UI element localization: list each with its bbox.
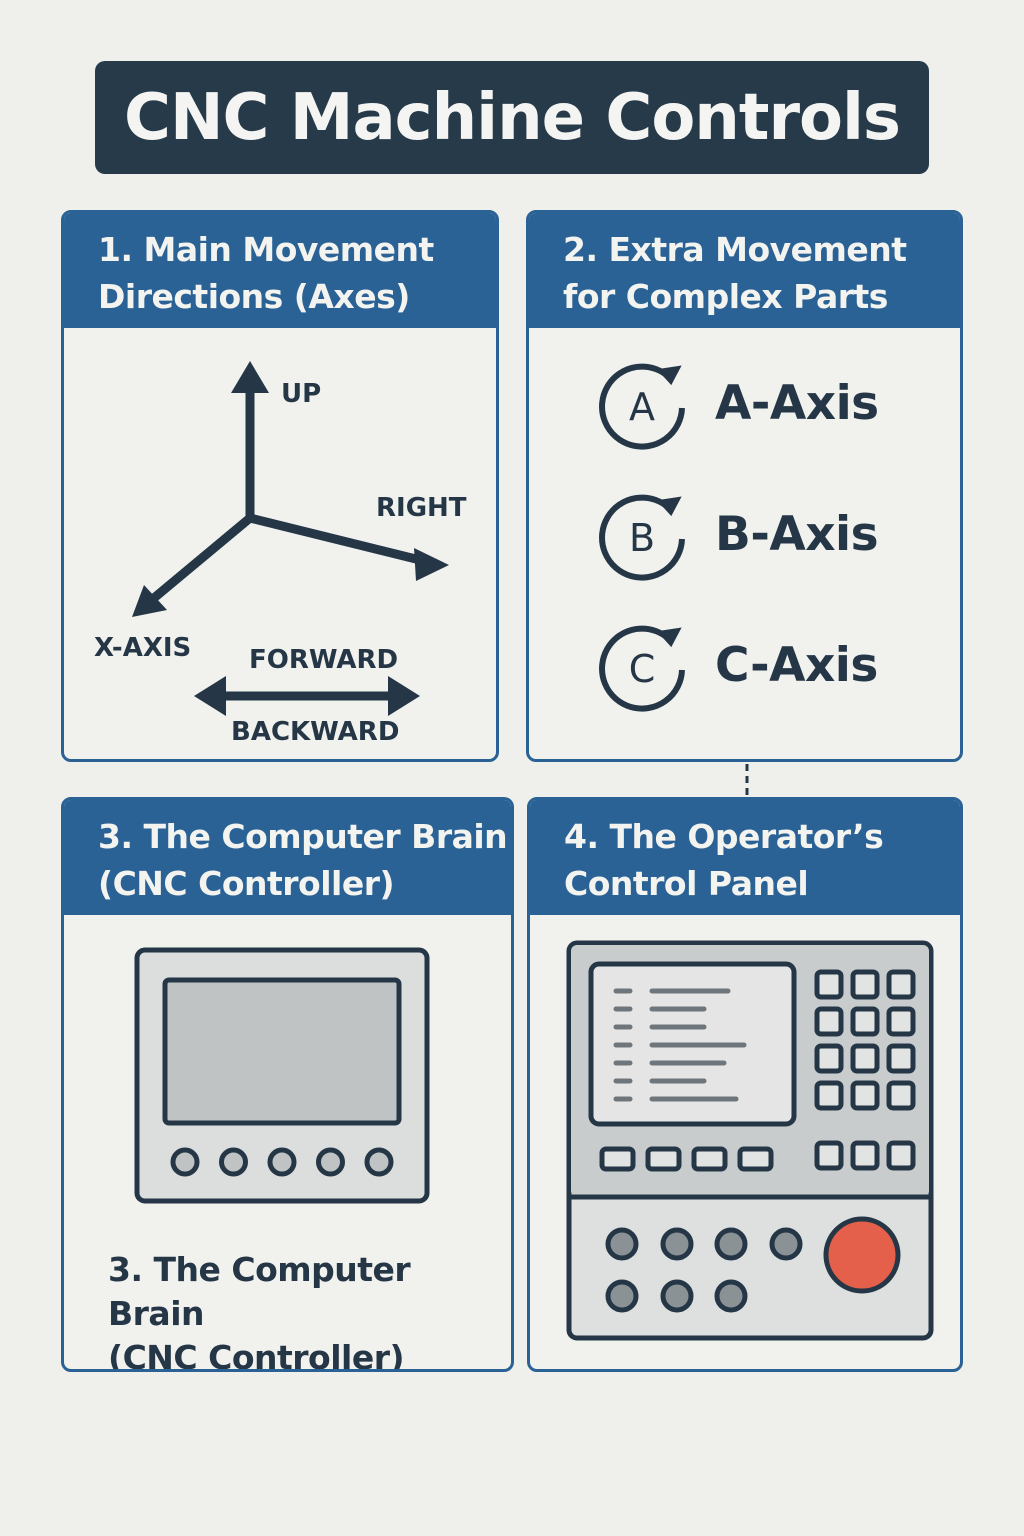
soft-key [599,1146,636,1172]
controller-button [364,1147,394,1177]
caption-line: 3. The Computer Brain [108,1250,411,1333]
heading-line: (CNC Controller) [98,864,395,903]
emergency-stop-icon [823,1216,901,1294]
round-button [660,1279,694,1313]
arrow-right-icon [248,513,449,581]
arrow-down-left-icon [132,514,253,617]
keypad-key [850,1006,880,1037]
soft-key [737,1146,774,1172]
heading-line: 4. The Operator’s [564,817,884,856]
heading-line: 2. Extra Movement [563,230,907,269]
keypad-key [850,1043,880,1074]
rotary-axis-letter: B [629,516,655,560]
round-button [714,1227,748,1261]
keypad-key [814,969,844,1000]
title-banner: CNC Machine Controls [95,61,929,174]
rotate-clockwise-icon: A [599,363,685,450]
heading-line: for Complex Parts [563,277,888,316]
caption-line: (CNC Controller) [108,1338,405,1372]
card-main-axes-heading: 1. Main Movement Directions (Axes) [64,213,496,328]
double-arrow-horizontal-icon [194,676,420,716]
page-title: CNC Machine Controls [124,80,901,155]
soft-key [691,1146,728,1172]
keypad-key [886,1080,916,1111]
card-main-axes: 1. Main Movement Directions (Axes) UP [61,210,499,762]
heading-line: Directions (Axes) [98,277,410,316]
keypad-key [814,1006,844,1037]
controller-button [170,1147,200,1177]
label-right: RIGHT [376,493,467,523]
controller-button [316,1147,345,1177]
round-button [605,1279,639,1313]
round-button [605,1227,639,1261]
controller-button [219,1147,248,1177]
function-key [886,1140,916,1171]
keypad-key [850,1080,880,1111]
rotary-axis-label: C-Axis [715,638,878,693]
heading-line: Control Panel [564,864,809,903]
controller-button [267,1147,297,1177]
function-key [814,1140,844,1171]
card-operator-panel: 4. The Operator’s Control Panel [527,797,963,1372]
card-operator-panel-heading: 4. The Operator’s Control Panel [530,800,960,915]
arrow-up-icon [231,361,269,518]
rotary-axis-letter: C [629,647,656,691]
keypad-key [886,1043,916,1074]
label-up: UP [281,379,322,409]
keypad-key [814,1043,844,1074]
rotary-axis-label: A-Axis [715,376,879,431]
card-extra-axes: 2. Extra Movement for Complex Parts A A-A… [526,210,963,762]
round-button [714,1279,748,1313]
rotary-axis-letter: A [629,385,655,429]
label-backward: BACKWARD [231,717,400,747]
heading-line: 1. Main Movement [98,230,434,269]
heading-line: 3. The Computer Brain [98,817,508,856]
keypad-key [886,1006,916,1037]
control-panel-icon [566,940,934,1341]
controller-device-icon [134,947,430,1204]
keypad-key [850,969,880,1000]
axes-diagram [132,361,449,716]
label-forward: FORWARD [249,645,399,675]
keypad-key [814,1080,844,1111]
rotate-clockwise-icon: B [599,494,685,581]
round-button [769,1227,803,1261]
function-key [850,1140,880,1171]
soft-key [645,1146,682,1172]
card-cnc-controller: 3. The Computer Brain (CNC Controller) 3… [61,797,514,1372]
card-extra-axes-heading: 2. Extra Movement for Complex Parts [529,213,960,328]
keypad-key [886,969,916,1000]
card-cnc-controller-heading: 3. The Computer Brain (CNC Controller) [64,800,511,915]
rotate-clockwise-icon: C [599,625,685,712]
label-x-axis: X-AXIS [94,633,192,663]
round-button [660,1227,694,1261]
controller-caption: 3. The Computer Brain (CNC Controller) [108,1248,511,1372]
rotary-axis-label: B-Axis [715,507,879,562]
